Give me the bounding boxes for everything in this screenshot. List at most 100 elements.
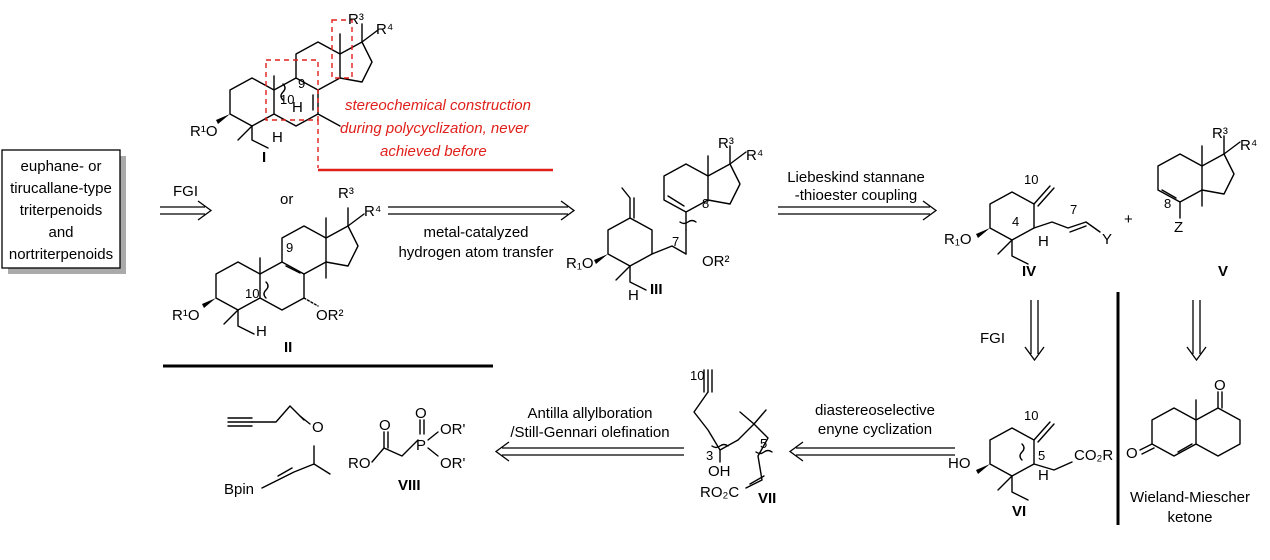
II-H: H	[256, 323, 267, 340]
fgi-label-2: FGI	[980, 330, 1005, 347]
enyne-label-2: enyne cyclization	[818, 421, 932, 438]
label-I: I	[262, 149, 266, 166]
VIII-O-ester: O	[379, 417, 391, 434]
VI-CO2R: CO₂R	[1074, 447, 1113, 464]
I-H5: H	[272, 129, 283, 146]
VII-OH: OH	[708, 463, 731, 480]
III-R1O: R₁O	[566, 255, 594, 272]
compound-IV: R₁O 4 10 7 Y H IV	[944, 172, 1112, 280]
source-box: euphane- or tirucallane-type triterpenoi…	[1, 149, 126, 274]
IV-R1O: R₁O	[944, 231, 972, 248]
II-n9: 9	[286, 240, 293, 255]
IV-n4: 4	[1012, 214, 1019, 229]
compound-V: 8 Z R³ R⁴ V	[1157, 125, 1257, 280]
label-VI: VI	[1012, 503, 1026, 520]
stannane-label-1: Liebeskind stannane	[787, 169, 925, 186]
IV-n10: 10	[1024, 172, 1038, 187]
compound-VI: HO 10 5 H CO₂R VI	[948, 408, 1113, 520]
arrow-enyne: diastereoselective enyne cyclization	[788, 402, 955, 462]
VI-HO: HO	[948, 455, 971, 472]
VI-n5: 5	[1038, 448, 1045, 463]
label-III: III	[650, 281, 663, 298]
VIII-RO: RO	[348, 455, 371, 472]
VI-H: H	[1038, 467, 1049, 484]
wm-label-2: ketone	[1167, 509, 1212, 526]
arrow-stannane: Liebeskind stannane -thioester coupling	[778, 169, 938, 221]
III-R4: R⁴	[746, 147, 763, 164]
compound-VIII: RO O P O OR' OR' VIII	[348, 405, 466, 494]
wieland-miescher-ketone: O O Wieland-Miescher ketone	[1126, 377, 1250, 526]
IV-n7: 7	[1070, 202, 1077, 217]
source-line-5: nortriterpenoids	[9, 246, 113, 263]
III-OR2: OR²	[702, 253, 730, 270]
source-line-4: and	[48, 224, 73, 241]
VII-RO2C: RO₂C	[700, 484, 739, 501]
or-label: or	[280, 191, 293, 208]
II-R3: R³	[338, 185, 354, 202]
VI-n10: 10	[1024, 408, 1038, 423]
I-R1O: R¹O	[190, 123, 218, 140]
IV-Y: Y	[1102, 231, 1112, 248]
wm-label-1: Wieland-Miescher	[1130, 489, 1250, 506]
label-VIII: VIII	[398, 477, 421, 494]
wm-O-left: O	[1126, 445, 1138, 462]
wm-O-top: O	[1214, 377, 1226, 394]
I-n10: 10	[280, 92, 294, 107]
annotation-line-1: stereochemical construction	[345, 97, 531, 114]
arrow-antilla: Antilla allylboration /Still-Gennari ole…	[494, 405, 684, 462]
allylBpin-fragment: Bpin	[224, 445, 331, 498]
source-line-2: tirucallane-type	[10, 180, 112, 197]
stereo-annotation: stereochemical construction during polyc…	[318, 97, 553, 172]
alkynal-fragment: O	[227, 405, 324, 436]
enyne-label-1: diastereoselective	[815, 402, 935, 419]
III-R3: R³	[718, 135, 734, 152]
source-line-1: euphane- or	[21, 158, 102, 175]
arrow-fgi-1: FGI	[160, 183, 213, 221]
hat-label-1: metal-catalyzed	[423, 224, 528, 241]
antilla-label-2: /Still-Gennari olefination	[510, 424, 669, 441]
compound-II: R¹O R³ R⁴ 9 10 H OR² II	[172, 185, 381, 356]
label-V: V	[1218, 263, 1228, 280]
plus-sign: +	[1124, 211, 1133, 228]
compound-III: R₁O H OR² 7 8 R³ R⁴ III	[566, 135, 763, 304]
arrow-to-wm	[1186, 300, 1207, 362]
V-Z: Z	[1174, 219, 1183, 236]
VII-n5: 5	[760, 436, 767, 451]
II-R4: R⁴	[364, 203, 381, 220]
II-R1O: R¹O	[172, 307, 200, 324]
VIII-P: P	[416, 437, 426, 454]
I-n9: 9	[298, 76, 305, 91]
III-H: H	[628, 287, 639, 304]
antilla-label-1: Antilla allylboration	[527, 405, 652, 422]
Bpin-label: Bpin	[224, 481, 254, 498]
II-n10: 10	[245, 286, 259, 301]
II-OR2: OR²	[316, 307, 344, 324]
compound-VII: 10 3 5 OH RO₂C VII	[690, 368, 776, 507]
I-H9: H	[292, 99, 303, 116]
V-R3: R³	[1212, 125, 1228, 142]
label-IV: IV	[1022, 263, 1036, 280]
stannane-label-2: -thioester coupling	[795, 187, 918, 204]
VII-n10: 10	[690, 368, 704, 383]
label-II: II	[284, 339, 292, 356]
compound-I: R¹O R³ R⁴ 9 10 H H I	[190, 11, 393, 168]
III-n7: 7	[672, 234, 679, 249]
source-line-3: triterpenoids	[20, 202, 103, 219]
fgi-label-1: FGI	[173, 183, 198, 200]
I-R3: R³	[348, 11, 364, 28]
VIII-ORp-2: OR'	[440, 455, 466, 472]
label-VII: VII	[758, 490, 776, 507]
III-n8: 8	[702, 196, 709, 211]
VIII-ORp-1: OR'	[440, 421, 466, 438]
alkynal-O: O	[312, 419, 324, 436]
arrow-hat: metal-catalyzed hydrogen atom transfer	[388, 200, 576, 261]
annotation-line-2: during polycyclization, never	[340, 120, 529, 137]
annotation-line-3: achieved before	[380, 143, 487, 160]
I-R4: R⁴	[376, 21, 393, 38]
hat-label-2: hydrogen atom transfer	[398, 244, 553, 261]
VIII-O-P: O	[415, 405, 427, 422]
V-n8: 8	[1164, 196, 1171, 211]
VII-n3: 3	[706, 448, 713, 463]
IV-H: H	[1038, 233, 1049, 250]
